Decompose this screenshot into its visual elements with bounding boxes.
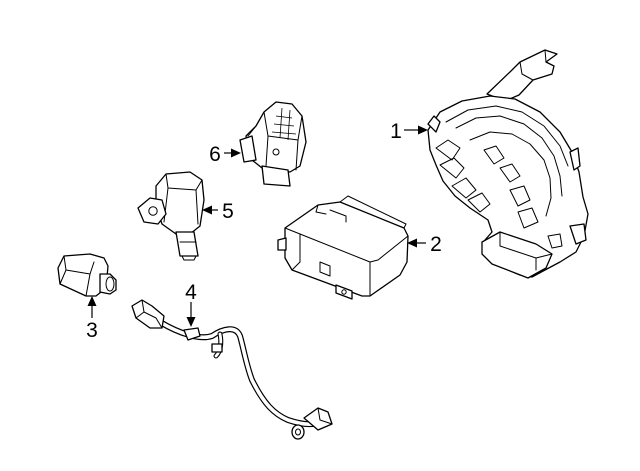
arrowhead-6: [231, 148, 241, 158]
part-1-clockspring: [427, 49, 589, 279]
arrowhead-3: [87, 296, 97, 306]
part-2-control-module: [277, 195, 409, 300]
arrowhead-4: [186, 317, 196, 327]
callout-4: 4: [185, 281, 197, 304]
part-6-sensor: [239, 101, 307, 187]
callout-5: 5: [222, 200, 234, 223]
callout-6: 6: [209, 143, 221, 166]
arrowhead-5: [202, 205, 212, 215]
arrowhead-1: [418, 125, 428, 135]
callout-3: 3: [86, 319, 98, 342]
callout-1: 1: [390, 120, 402, 143]
arrowhead-2: [407, 238, 417, 248]
part-5-impact-sensor: [137, 171, 205, 261]
part-4-wiring-harness: [131, 299, 333, 440]
part-3-sensor: [57, 253, 117, 297]
callout-leaders: [87, 125, 428, 327]
callout-2: 2: [430, 233, 442, 256]
callout-labels: 1 2 3 4 5 6: [86, 120, 442, 342]
